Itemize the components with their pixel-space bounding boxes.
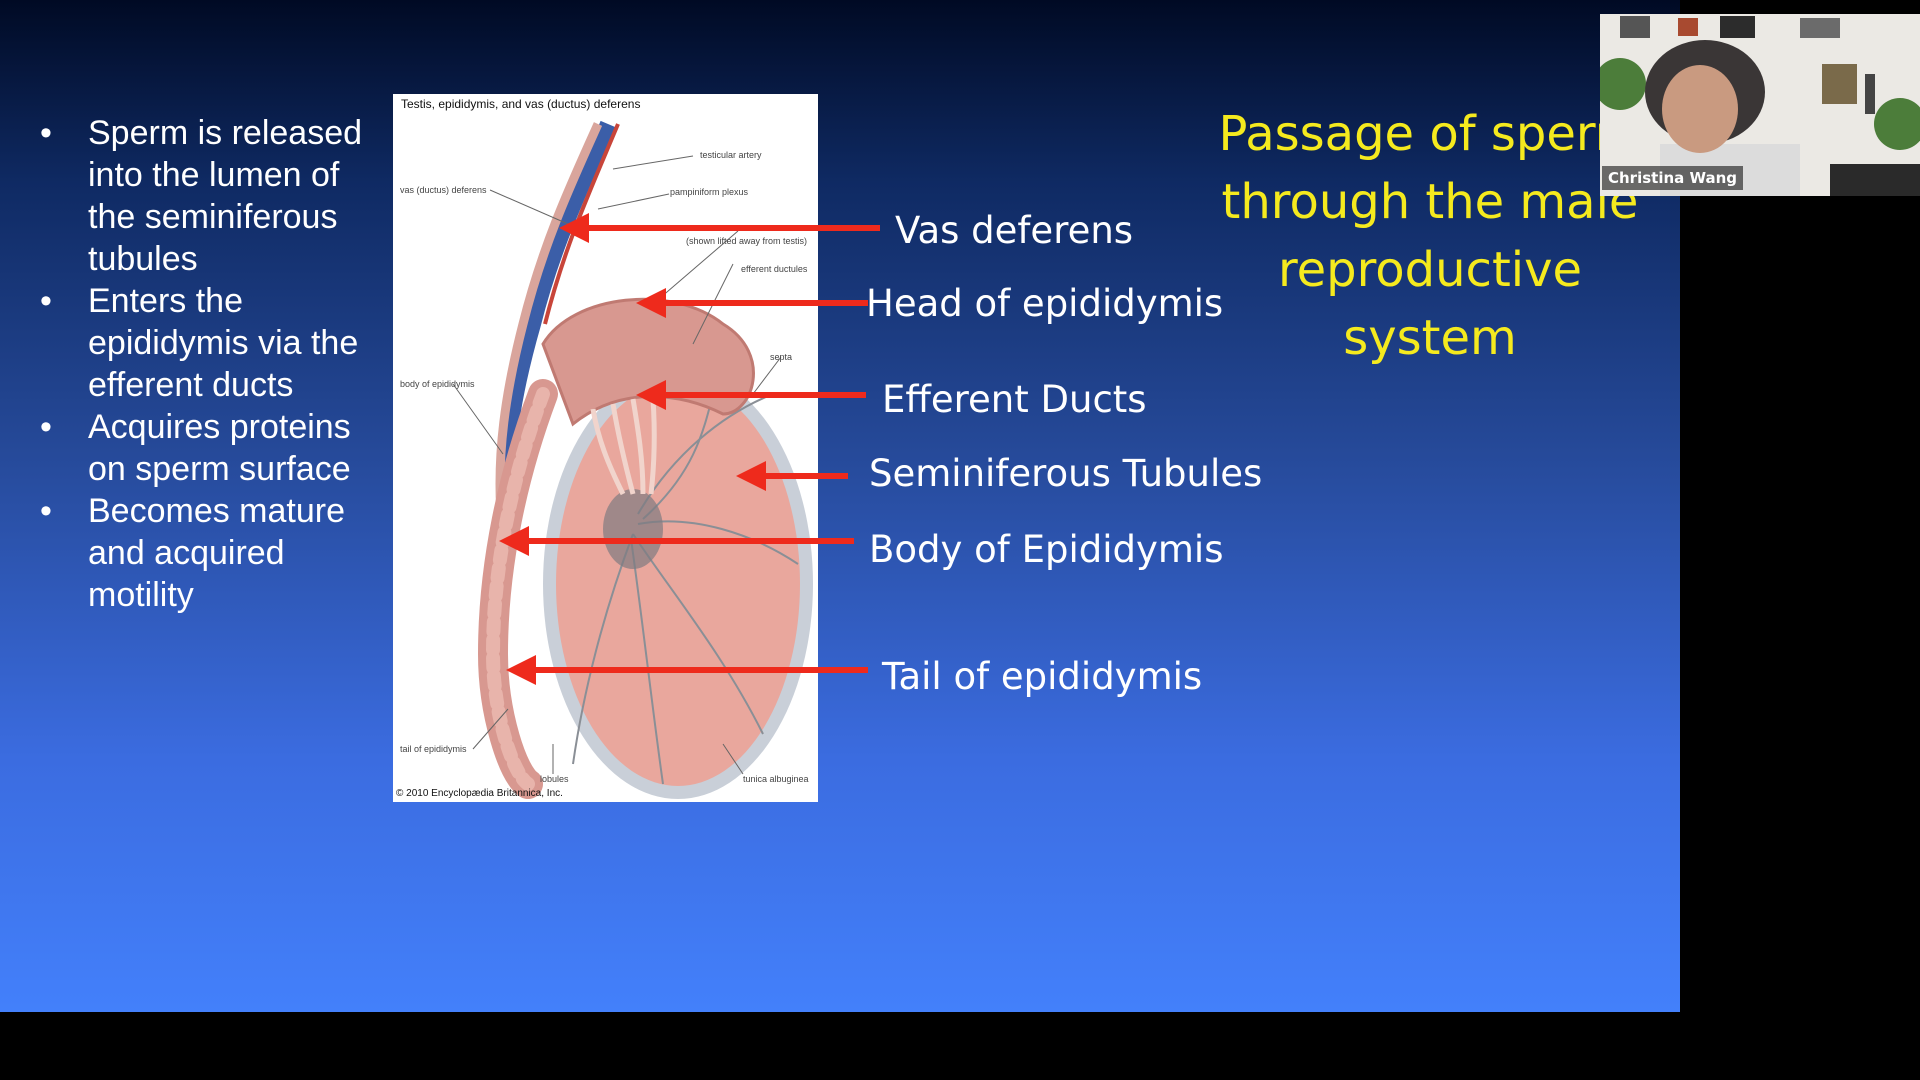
label-seminiferous-tubules: Seminiferous Tubules	[869, 452, 1263, 495]
bullet-list: Sperm is released into the lumen of the …	[40, 112, 380, 616]
label-body-epididymis: Body of Epididymis	[869, 528, 1224, 571]
figure-label: tunica albuginea	[743, 774, 809, 784]
figure-label: pampiniform plexus	[670, 187, 749, 197]
epididymis-coils	[485, 387, 550, 791]
leader-lines	[452, 155, 782, 775]
figure-title: Testis, epididymis, and vas (ductus) def…	[401, 97, 641, 111]
figure-label: vas (ductus) deferens	[400, 185, 487, 195]
figure-label: testicular artery	[700, 150, 762, 160]
participant-name: Christina Wang	[1602, 166, 1744, 190]
bullet-item: Becomes mature and acquired motility	[40, 490, 380, 616]
figure-label: body of epididymis	[400, 379, 475, 389]
annotation-arrows	[499, 213, 880, 685]
participant-video-tile[interactable]: Christina Wang	[1600, 14, 1920, 196]
figure-label: (shown lifted away from testis)	[686, 236, 808, 246]
rete-testis	[603, 489, 663, 569]
label-vas-deferens: Vas deferens	[895, 209, 1134, 252]
vas-deferens-duct	[495, 122, 603, 515]
presentation-slide: Sperm is released into the lumen of the …	[0, 0, 1680, 1012]
bullet-item: Sperm is released into the lumen of the …	[40, 112, 380, 280]
label-efferent-ducts: Efferent Ducts	[882, 378, 1147, 421]
figure-credit: © 2010 Encyclopædia Britannica, Inc.	[396, 788, 563, 799]
figure-label: lobules	[540, 774, 569, 784]
figure-label: efferent ductules	[741, 264, 808, 274]
label-tail-epididymis: Tail of epididymis	[882, 655, 1203, 698]
slide-title: Passage of sperm through the male reprod…	[1218, 106, 1642, 366]
label-head-epididymis: Head of epididymis	[866, 282, 1224, 325]
bullet-item: Acquires proteins on sperm surface	[40, 406, 380, 490]
bullet-item: Enters the epididymis via the efferent d…	[40, 280, 380, 406]
figure-label: tail of epididymis	[400, 744, 467, 754]
figure-label: septa	[770, 352, 793, 362]
